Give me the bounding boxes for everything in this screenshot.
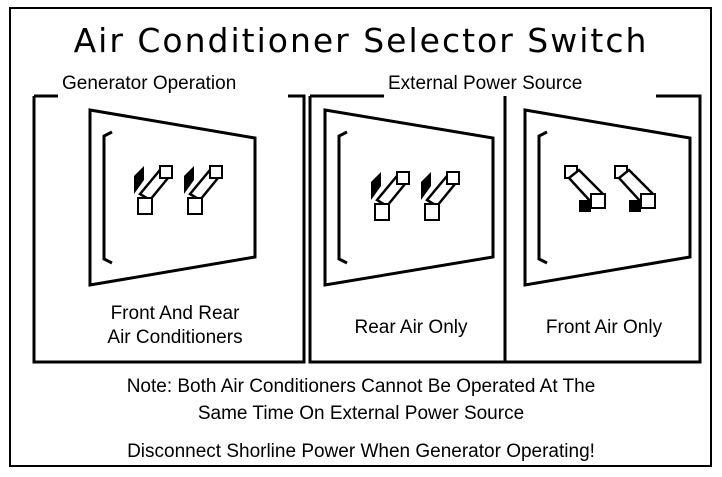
switch-shadow [579, 200, 591, 212]
generator-group-bracket [32, 94, 306, 364]
toggle-switch-1-2 [184, 165, 223, 215]
switch-knob [159, 165, 173, 179]
panel-1-label-line1: Front And Rear [110, 303, 240, 324]
plate-bracket [337, 130, 348, 265]
switch-shadow [629, 200, 641, 212]
plate-bracket [102, 130, 113, 265]
switch-base [187, 197, 203, 215]
switch-base [640, 193, 656, 209]
switch-shadow [134, 166, 144, 194]
panel-3-label: Front Air Only [545, 317, 663, 338]
switch-knob [446, 171, 460, 185]
toggle-switch-3-1 [564, 165, 606, 212]
note-line-1: Note: Both Air Conditioners Cannot Be Op… [126, 376, 596, 397]
switch-base [590, 193, 606, 209]
switch-shadow [184, 166, 194, 194]
plate-outline [323, 108, 495, 287]
external-group-bracket [308, 94, 702, 364]
warning-text: Disconnect Shorline Power When Generator… [127, 441, 595, 462]
switch-shadow [371, 172, 381, 200]
toggle-switch-2-1 [371, 171, 410, 221]
external-power-label: External Power Source [384, 74, 587, 93]
switch-plate-1 [88, 108, 257, 287]
panel-2-label: Rear Air Only [354, 317, 468, 338]
switch-plate-3 [523, 108, 692, 287]
plate-bracket [537, 130, 548, 265]
plate-outline [523, 108, 692, 287]
toggle-switch-1-1 [134, 165, 173, 215]
note-line-2: Same Time On External Power Source [197, 403, 525, 424]
toggle-switch-3-2 [614, 165, 656, 212]
panel-1-label-line2: Air Conditioners [107, 327, 243, 348]
panel-1-label: Front And Rear Air Conditioners [60, 302, 290, 350]
generator-operation-label: Generator Operation [58, 74, 241, 93]
note-text: Note: Both Air Conditioners Cannot Be Op… [0, 373, 722, 427]
diagram-title: Air Conditioner Selector Switch [73, 21, 649, 60]
switch-base [137, 197, 153, 215]
switch-knob [209, 165, 223, 179]
switch-knob [396, 171, 410, 185]
switch-plate-2 [323, 108, 495, 287]
switch-base [424, 203, 440, 221]
switch-shadow [421, 172, 431, 200]
outer-border [9, 7, 712, 467]
plate-outline [88, 108, 257, 287]
switch-base [374, 203, 390, 221]
toggle-switch-2-2 [421, 171, 460, 221]
